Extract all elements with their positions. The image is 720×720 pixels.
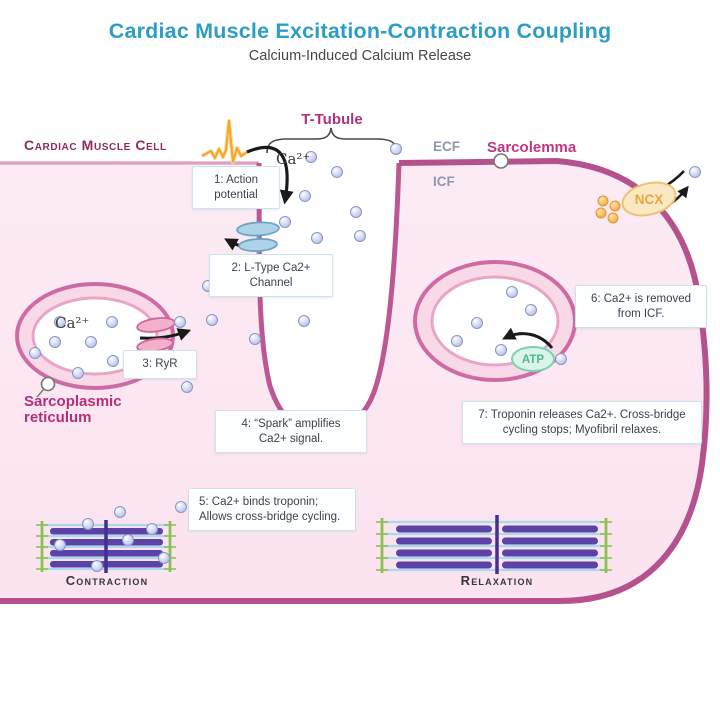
ca-ion	[390, 143, 402, 155]
ca-ion	[107, 355, 119, 367]
ca-ion	[82, 518, 94, 530]
ca-ion	[299, 190, 311, 202]
ca-ion	[525, 304, 537, 316]
sarcolemma-marker	[493, 153, 509, 169]
ca-ion	[279, 216, 291, 228]
ca-ion	[689, 166, 701, 178]
t-tubule-brace	[266, 127, 398, 154]
ca-label-tubule: Ca²⁺	[276, 150, 310, 168]
sarcomere-relaxed	[376, 515, 612, 574]
sarcolemma-label: Sarcolemma	[487, 139, 577, 156]
step-3-ryr: 3: RyR	[123, 350, 197, 379]
ncx-exchanger	[621, 181, 677, 217]
ca-ion	[54, 316, 66, 328]
ca-ion	[122, 534, 134, 546]
ca-ion	[174, 316, 186, 328]
ca-ion	[158, 552, 170, 564]
ca-ion	[54, 539, 66, 551]
ltype-channel	[236, 221, 280, 262]
ecf-label: ECF	[433, 139, 460, 154]
ca-ion	[298, 315, 310, 327]
na-ion	[597, 195, 609, 207]
ca-ion	[91, 560, 103, 572]
step-7-relaxation: 7: Troponin releases Ca2+. Cross-bridge …	[462, 401, 702, 445]
ca-ion	[305, 151, 317, 163]
ca-ion	[471, 317, 483, 329]
ca-ion	[85, 336, 97, 348]
contraction-label: Contraction	[65, 573, 149, 588]
atp-pump	[511, 346, 555, 372]
ca-ion	[506, 286, 518, 298]
ca-ion	[249, 333, 261, 345]
icf-label: ICF	[433, 174, 455, 189]
ca-ion	[114, 506, 126, 518]
ca-ion	[206, 314, 218, 326]
page-title: Cardiac Muscle Excitation-Contraction Co…	[108, 19, 612, 43]
ca-ion	[175, 501, 187, 513]
ca-ion	[451, 335, 463, 347]
t-tubule-label: T-Tubule	[301, 111, 362, 128]
na-ion	[607, 212, 619, 224]
relaxation-label: Relaxation	[460, 573, 534, 588]
ca-ion	[555, 353, 567, 365]
step-4-spark: 4: “Spark” amplifies Ca2+ signal.	[215, 410, 367, 454]
ca-ion	[181, 381, 193, 393]
atp-label: ATP	[522, 354, 544, 366]
ncx-label: NCX	[635, 192, 664, 207]
ca-ion	[350, 206, 362, 218]
step-6-ca-removal: 6: Ca2+ is removed from ICF.	[575, 285, 707, 329]
ca-ion	[354, 230, 366, 242]
ca-ion	[331, 166, 343, 178]
sarcoplasmic-reticulum-label: Sarcoplasmic reticulum	[24, 393, 122, 427]
arrow-ryr-release	[139, 328, 192, 341]
arrow-ca-entry	[246, 145, 294, 205]
ca-label-sr: Ca²⁺	[55, 314, 89, 332]
ca-ion	[311, 232, 323, 244]
ca-ion	[146, 523, 158, 535]
na-ion	[609, 200, 621, 212]
na-ions	[595, 195, 621, 224]
ca-ion	[49, 336, 61, 348]
na-ion	[595, 207, 607, 219]
arrow-serca-uptake	[502, 327, 554, 349]
ca-ion	[106, 316, 118, 328]
step-5-troponin-binding: 5: Ca2+ binds troponin; Allows cross-bri…	[188, 488, 356, 532]
step-2-ltype-channel: 2: L-Type Ca2+ Channel	[209, 254, 333, 298]
step-1-action-potential: 1: Action potential	[192, 166, 280, 210]
ca-ion	[495, 344, 507, 356]
ca-ion	[29, 347, 41, 359]
ca-ion	[72, 367, 84, 379]
action-potential-icon	[201, 119, 249, 164]
page-subtitle: Calcium-Induced Calcium Release	[248, 48, 472, 64]
sr-marker	[36, 376, 56, 398]
cardiac-muscle-cell-label: Cardiac Muscle Cell	[24, 137, 167, 153]
